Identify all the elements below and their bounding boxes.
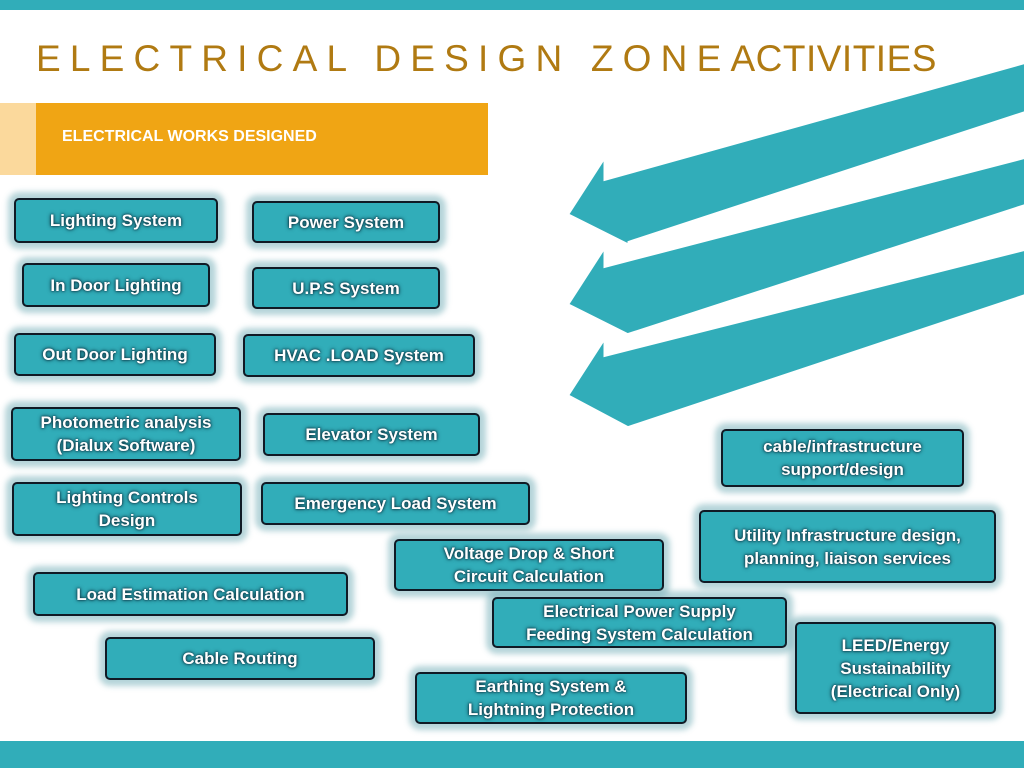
title-spaced-part: ELECTRICAL DESIGN ZONE	[36, 38, 731, 79]
box-cable-infrastructure: cable/infrastructure support/design	[721, 429, 964, 487]
top-accent-bar	[0, 0, 1024, 10]
box-photometric-analysis: Photometric analysis (Dialux Software)	[11, 407, 241, 461]
box-emergency-load-system: Emergency Load System	[261, 482, 530, 525]
box-power-supply-feeding: Electrical Power Supply Feeding System C…	[492, 597, 787, 648]
box-lighting-controls: Lighting Controls Design	[12, 482, 242, 536]
box-cable-routing: Cable Routing	[105, 637, 375, 680]
arrow-left-icon	[562, 245, 1024, 435]
arrow-left-icon	[562, 59, 1024, 252]
box-earthing-system: Earthing System & Lightning Protection	[415, 672, 687, 724]
arrow-left-icon	[562, 153, 1024, 342]
box-utility-infrastructure: Utility Infrastructure design, planning,…	[699, 510, 996, 583]
box-hvac-load-system: HVAC .LOAD System	[243, 334, 475, 377]
box-lighting-system: Lighting System	[14, 198, 218, 243]
bottom-accent-bar	[0, 741, 1024, 768]
subtitle-text: ELECTRICAL WORKS DESIGNED	[62, 128, 317, 145]
subtitle-band	[36, 103, 488, 175]
box-ups-system: U.P.S System	[252, 267, 440, 309]
box-power-system: Power System	[252, 201, 440, 243]
subtitle-accent-block	[0, 103, 36, 175]
title-plain-part: ACTIVITIES	[730, 38, 937, 79]
box-load-estimation: Load Estimation Calculation	[33, 572, 348, 616]
box-voltage-drop: Voltage Drop & Short Circuit Calculation	[394, 539, 664, 591]
box-leed-energy: LEED/Energy Sustainability (Electrical O…	[795, 622, 996, 714]
box-elevator-system: Elevator System	[263, 413, 480, 456]
page-title: ELECTRICAL DESIGN ZONEACTIVITIES	[36, 36, 1016, 82]
box-indoor-lighting: In Door Lighting	[22, 263, 210, 307]
box-outdoor-lighting: Out Door Lighting	[14, 333, 216, 376]
